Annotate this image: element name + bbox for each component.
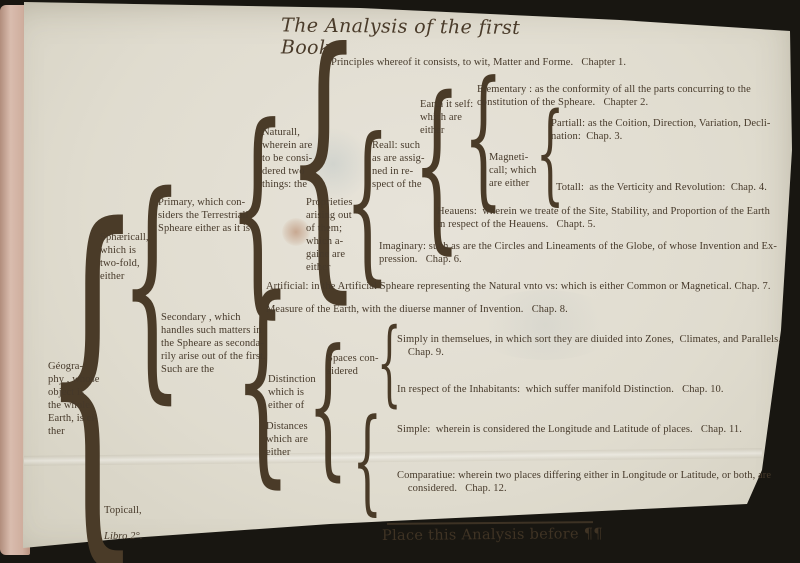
node-distances: Distances which are either xyxy=(266,421,309,458)
node-spaces: Spaces con- sidered xyxy=(327,353,379,377)
node-primary: Primary, which con- siders the Terrestri… xyxy=(158,197,251,234)
brace-earth: { xyxy=(463,48,503,225)
node-topicall: Topicall, Libro 2°. xyxy=(104,491,143,556)
node-distinction: Distinction which is either of xyxy=(268,374,316,411)
brace-primary: { xyxy=(227,78,287,338)
node-secondary: Secondary , which handles such matters i… xyxy=(161,312,266,375)
node-totall: Totall: as the Verticity and Revolution:… xyxy=(556,182,767,193)
node-simple: Simple: wherein is considered the Longit… xyxy=(397,424,742,435)
node-elementary: Elementary : as the conformity of all th… xyxy=(477,84,751,108)
node-artificial: Artificial: in the Artificial Spheare re… xyxy=(266,281,771,292)
node-comparative: Comparatiue: wherein two places differin… xyxy=(397,470,772,494)
node-heavens: Heauens: wherein we treate of the Site, … xyxy=(437,206,770,230)
brace-reall: { xyxy=(412,58,462,271)
node-partiall: Partiall: as the Coition, Direction, Var… xyxy=(551,118,771,142)
brace-spaces: { xyxy=(376,308,402,418)
brace-geography: { xyxy=(40,149,144,563)
topicall-label: Topicall, xyxy=(104,505,142,516)
node-magneticall: Magneti- call; which are either xyxy=(489,152,537,189)
node-inhabitants: In respect of the Inhabitants: which suf… xyxy=(397,384,724,395)
footer-note: Place this Analysis before ¶¶ xyxy=(381,526,603,545)
brace-proprieties: { xyxy=(344,100,390,302)
node-simply: Simply in themselues, in which sort they… xyxy=(397,334,782,358)
node-imaginary: Imaginary: such as are the Circles and L… xyxy=(379,241,777,265)
node-sphaericall: Sphæricall, which is two-fold, either xyxy=(100,232,149,282)
footer-rule xyxy=(386,521,594,525)
node-earth-it-self: Earth it self: which are either xyxy=(420,99,474,136)
topicall-volume: Libro 2°. xyxy=(104,531,143,542)
brace-sphaericall: { xyxy=(120,144,184,424)
node-principles: Principles whereof it consists, to wit, … xyxy=(331,57,627,68)
node-proprieties: Proprieties arising out of them; which a… xyxy=(306,197,353,273)
brace-distances: { xyxy=(351,395,383,527)
brace-naturall: { xyxy=(284,0,362,328)
brace-distinction: { xyxy=(307,317,349,496)
node-reall: Reall: such as are assig- ned in re- spe… xyxy=(372,140,425,190)
node-geography: Géogra- phy , whose object is the whole … xyxy=(48,361,100,437)
brace-magneticall: { xyxy=(535,91,565,218)
node-measure: Measure of the Earth, with the diuerse m… xyxy=(266,304,568,315)
node-naturall: Naturall, wherein are to be consi- dered… xyxy=(262,127,313,190)
brace-secondary: { xyxy=(233,252,293,508)
